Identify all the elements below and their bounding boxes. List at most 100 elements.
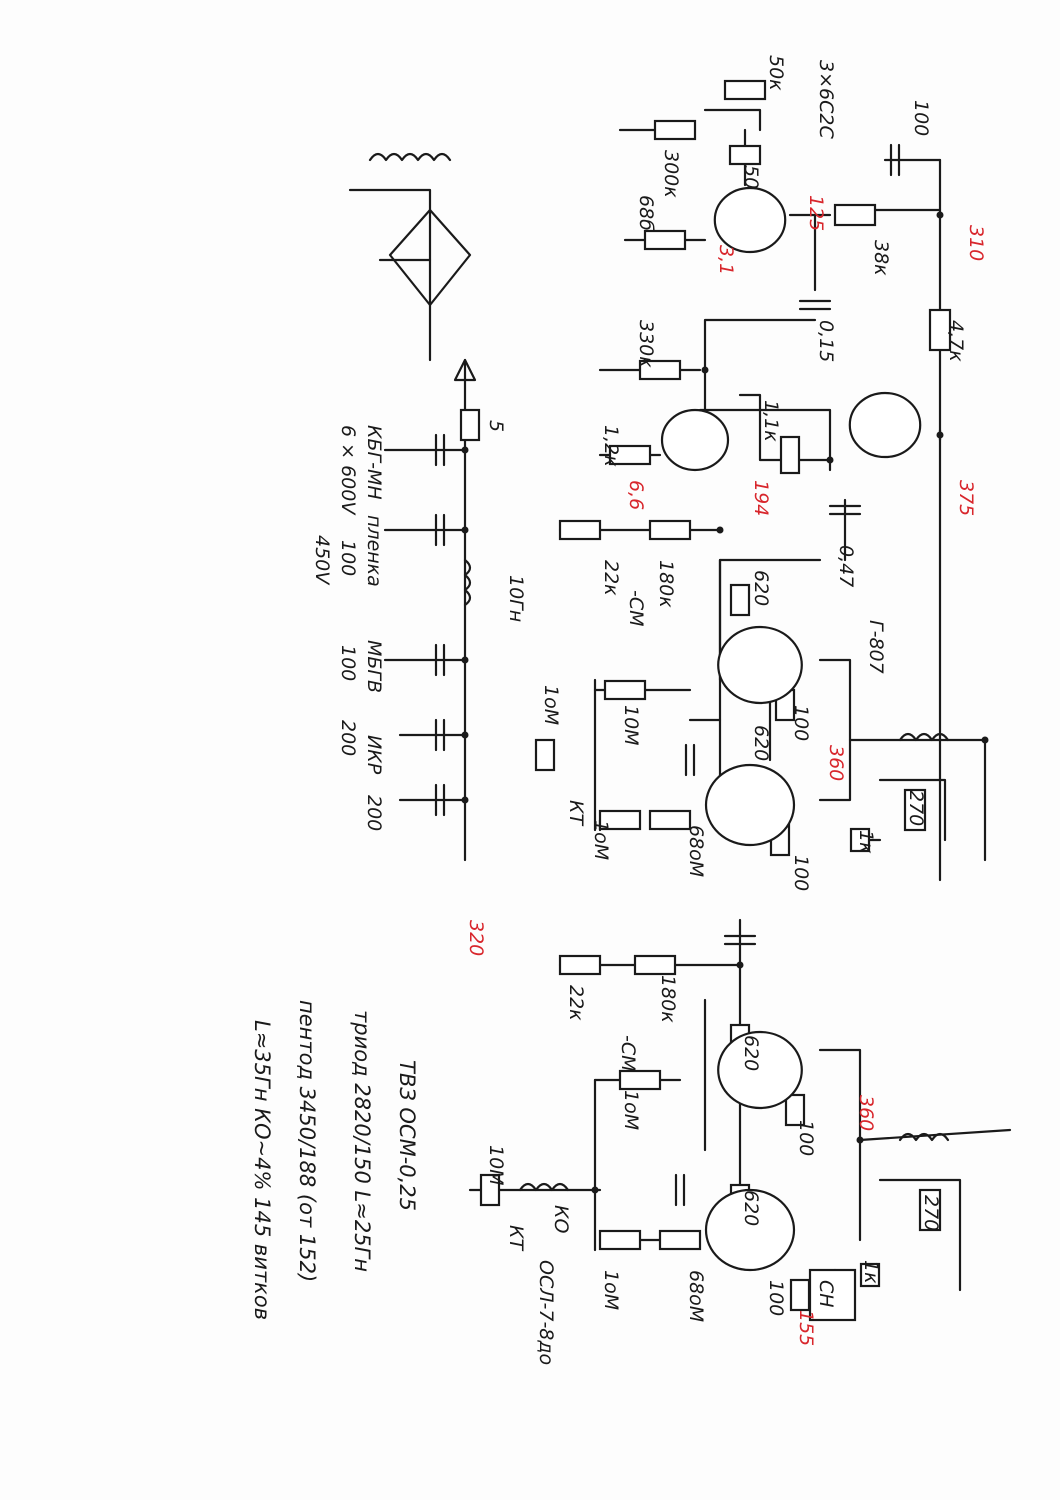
component-label: 1к (860, 1260, 882, 1284)
resistor (658, 1229, 702, 1251)
voltage-label: 6,6 (625, 480, 647, 510)
triode-tube (660, 408, 730, 472)
resistor (918, 1188, 942, 1232)
component-label: 0,47 (835, 545, 857, 587)
resistor (618, 1069, 662, 1091)
junction-dot (591, 1186, 599, 1194)
note-text: триод 2820/150 L≈25Гн (350, 1010, 374, 1272)
component-label: 10Гн (505, 575, 527, 622)
capacitor (674, 1173, 686, 1207)
power-transformer-secondary (368, 152, 452, 162)
component-label: 300к (660, 150, 682, 198)
component-label: 270 (905, 790, 927, 826)
voltage-label: 194 (750, 480, 772, 516)
junction-dot (981, 736, 989, 744)
capacitor (889, 143, 901, 177)
resistor (633, 954, 677, 976)
resistor (849, 827, 871, 853)
wires (348, 108, 1012, 1312)
component-label: 200 (337, 720, 359, 756)
component-label: 1,1к (760, 400, 782, 442)
resistor (653, 119, 697, 141)
junction-dot (736, 961, 744, 969)
component-label: 620 (750, 570, 772, 606)
resistor (859, 1262, 881, 1288)
junction-dot (461, 656, 469, 664)
triode-tube (848, 391, 922, 459)
wire (818, 738, 852, 802)
resistor (638, 359, 682, 381)
component-label: 0,15 (815, 320, 837, 362)
component-label: 620 (740, 1190, 762, 1226)
wire (818, 1048, 862, 1242)
output-transformer-primary (898, 732, 950, 742)
resistor (729, 583, 751, 617)
component-label: 620 (750, 725, 772, 761)
wire (348, 188, 432, 362)
junction-dot (826, 456, 834, 464)
resistor (608, 444, 652, 466)
capacitor (434, 718, 446, 752)
component-label: -СМ (625, 590, 647, 627)
component-label: 180к (655, 560, 677, 608)
component-label: КО (550, 1205, 572, 1233)
capacitor (434, 783, 446, 817)
voltage-label: 360 (825, 745, 847, 781)
component-label: 1,2к (600, 425, 622, 467)
junction-dot (701, 366, 709, 374)
component-label: 22к (565, 985, 587, 1021)
rectifier-bridge (388, 208, 472, 307)
component-label: 50 (740, 165, 762, 189)
resistor (479, 1173, 501, 1207)
component-label: Г-807 (865, 620, 887, 674)
component-label: 68б (635, 195, 657, 231)
note-text: пентод 3450/188 (от 152) (295, 1000, 319, 1282)
resistor (598, 809, 642, 831)
component-label: ОСЛ-7-8до (535, 1260, 557, 1365)
voltage-label: 310 (965, 225, 987, 261)
components (368, 79, 989, 1322)
output-pentode-tube (717, 625, 803, 705)
component-label: 50к (765, 55, 787, 91)
capacitor (434, 513, 446, 547)
capacitor (723, 934, 757, 946)
component-label: 100 (337, 645, 359, 681)
wire (703, 108, 762, 132)
output-pentode-tube (704, 1188, 796, 1272)
voltage-label: 375 (955, 480, 977, 516)
resistor (903, 788, 927, 832)
component-label: 6 × 600V (337, 425, 359, 516)
component-label: 38к (870, 240, 892, 276)
component-label: 100 (337, 540, 359, 576)
resistor (723, 79, 767, 101)
component-label: 100 (910, 100, 932, 136)
component-label: 450V (311, 535, 333, 586)
component-label: СН (815, 1280, 837, 1308)
component-label: 68оМ (685, 1270, 707, 1322)
cathode-feedback-coil (518, 1182, 570, 1192)
resistor (833, 203, 877, 227)
wire (698, 408, 832, 472)
component-label: 68оМ (685, 825, 707, 877)
output-pentode-tube (717, 1030, 803, 1110)
voltage-label: 360 (855, 1095, 877, 1131)
component-label: 330к (635, 320, 657, 368)
resistor (558, 519, 602, 541)
resistor (728, 144, 762, 166)
capacitor (798, 299, 832, 311)
title-label: 3×6С2С (815, 60, 837, 139)
resistor (558, 954, 602, 976)
resistor (648, 519, 692, 541)
capacitor (434, 643, 446, 677)
output-pentode-tube (704, 763, 796, 847)
component-label: -СМ (617, 1035, 639, 1072)
output-transformer-primary (898, 1132, 950, 1142)
wire (878, 1178, 962, 1292)
diode (453, 358, 477, 382)
junction-dot (461, 796, 469, 804)
component-label: 1оМ (540, 685, 562, 725)
resistor (789, 1278, 811, 1312)
component-label: 100 (765, 1280, 787, 1316)
